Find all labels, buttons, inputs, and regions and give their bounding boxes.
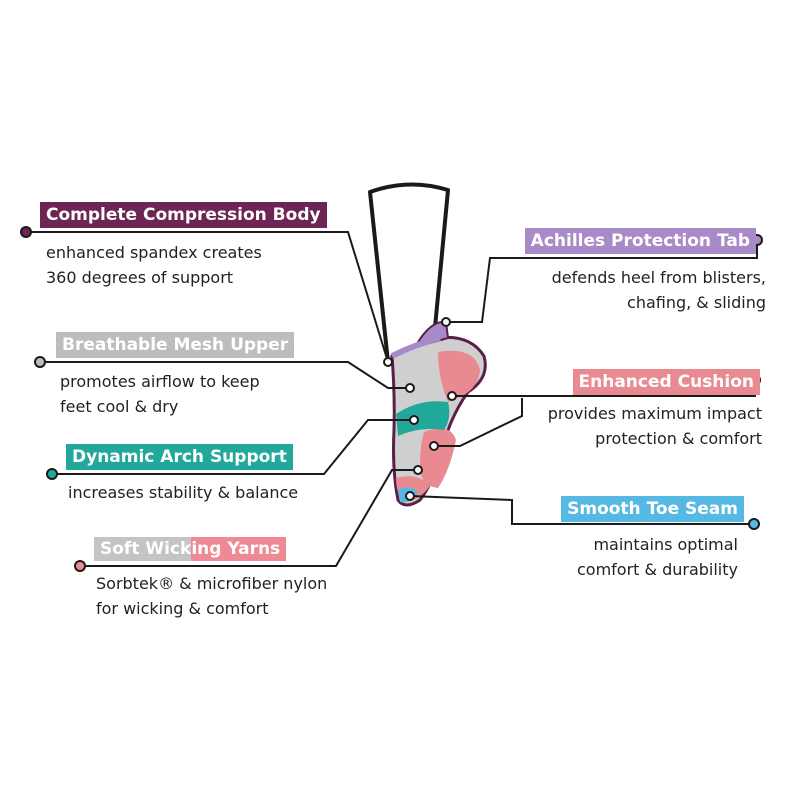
achilles-description: defends heel from blisters, chafing, & s…: [552, 265, 766, 315]
toe-line-1: maintains optimal: [593, 535, 738, 554]
cushion-line-1: provides maximum impact: [547, 404, 762, 423]
marker-wicking-end: [74, 560, 86, 572]
cushion-line-2: protection & comfort: [595, 429, 762, 448]
arch-title: Dynamic Arch Support: [66, 444, 293, 470]
leader-mesh: [40, 361, 410, 389]
achilles-title: Achilles Protection Tab: [524, 228, 756, 254]
leader-achilles: [446, 240, 758, 323]
marker-compression-end: [20, 226, 32, 238]
marker-cushion-start: [447, 391, 457, 401]
leader-compression: [26, 231, 389, 363]
marker-toe-end: [748, 518, 760, 530]
cushion-title: Enhanced Cushion: [572, 369, 760, 395]
leader-wicking: [80, 469, 418, 567]
marker-wicking-start: [413, 465, 423, 475]
cushion-zone-lower: [420, 428, 456, 488]
wicking-line-2: for wicking & comfort: [96, 599, 269, 618]
mesh-title: Breathable Mesh Upper: [56, 332, 295, 358]
mesh-line-2: feet cool & dry: [60, 397, 179, 416]
toe-title: Smooth Toe Seam: [561, 496, 744, 522]
arch-line-1: increases stability & balance: [68, 483, 299, 502]
marker-mesh-start: [405, 383, 415, 393]
toe-line-2: comfort & durability: [576, 560, 738, 579]
arch-support-zone: [396, 401, 450, 436]
marker-toe-start: [405, 491, 415, 501]
achilles-line-2: chafing, & sliding: [627, 293, 766, 312]
compression-line-2: 360 degrees of support: [46, 268, 234, 287]
wicking-title: Soft Wicking Yarns: [94, 536, 287, 562]
wicking-description: Sorbtek® & microfiber nylon for wicking …: [96, 571, 327, 621]
compression-description: enhanced spandex creates 360 degrees of …: [46, 240, 262, 290]
marker-achilles-start: [441, 317, 451, 327]
achilles-line-1: defends heel from blisters,: [551, 268, 766, 287]
compression-title: Complete Compression Body: [40, 202, 327, 228]
cushion-zone: [438, 350, 480, 402]
mesh-line-1: promotes airflow to keep: [60, 372, 260, 391]
cushion-description: provides maximum impact protection & com…: [548, 401, 762, 451]
sock-cuff: [390, 335, 441, 359]
leader-cushion-lower: [434, 398, 523, 447]
marker-arch-end: [46, 468, 58, 480]
wicking-title-part2: ing Yarns: [191, 537, 287, 561]
marker-arch-start: [409, 415, 419, 425]
mesh-description: promotes airflow to keep feet cool & dry: [60, 369, 260, 419]
wicking-title-part1: Soft Wick: [94, 537, 192, 561]
leader-toe: [409, 495, 754, 525]
compression-line-1: enhanced spandex creates: [46, 243, 262, 262]
wicking-line-1: Sorbtek® & microfiber nylon: [96, 574, 328, 593]
marker-mesh-end: [34, 356, 46, 368]
marker-cushion-lower-start: [429, 441, 439, 451]
leader-arch: [52, 419, 414, 475]
arch-description: increases stability & balance: [68, 480, 298, 505]
toe-description: maintains optimal comfort & durability: [577, 532, 738, 582]
marker-compression-start: [383, 357, 393, 367]
